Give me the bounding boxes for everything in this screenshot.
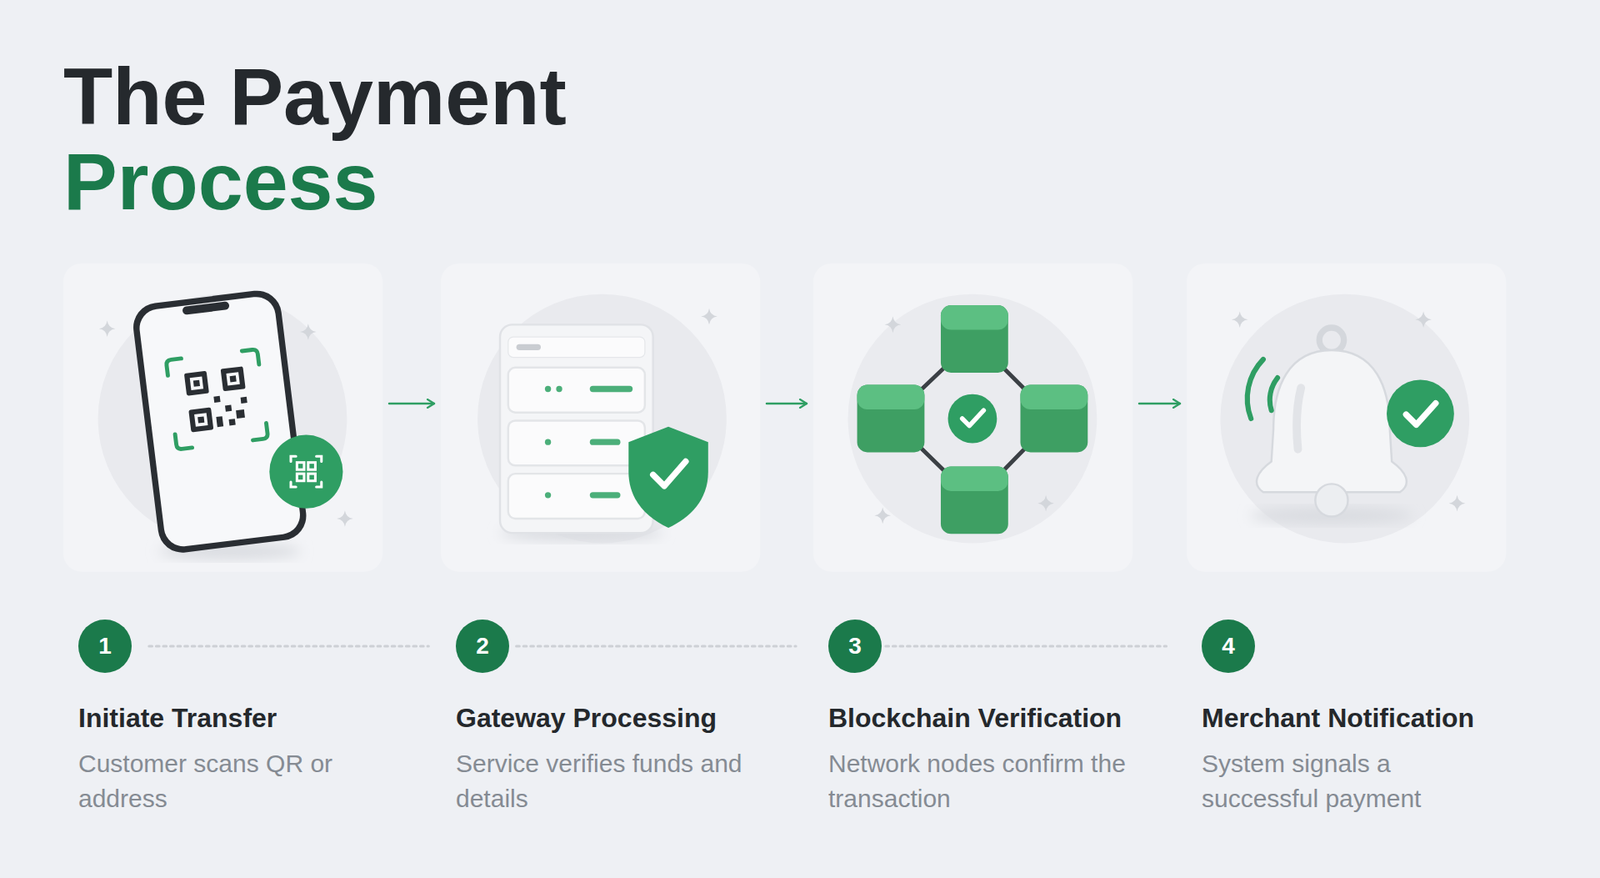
step-number: 4 <box>1201 619 1255 673</box>
dotted-track <box>149 645 1167 648</box>
step-description: System signals a successful payment <box>1186 745 1506 816</box>
process-step: 2Gateway ProcessingService verifies fund… <box>440 263 760 816</box>
card-space <box>440 263 760 620</box>
step-heading: Gateway Processing <box>440 701 760 734</box>
card-space <box>63 263 383 620</box>
process-step: 4Merchant NotificationSystem signals a s… <box>1186 263 1506 816</box>
step-description: Network nodes confirm the transaction <box>813 745 1133 816</box>
flow-arrow <box>1139 402 1180 405</box>
sparkle <box>99 308 1465 527</box>
card <box>63 263 1506 572</box>
step-description: Service verifies funds and details <box>440 745 760 816</box>
step-description: Customer scans QR or address <box>63 745 383 816</box>
process-step: 1Initiate TransferCustomer scans QR or a… <box>63 263 383 816</box>
flow-arrow <box>766 402 807 405</box>
card-space <box>1186 263 1506 620</box>
step-number: 2 <box>455 619 510 673</box>
step-heading: Blockchain Verification <box>813 701 1133 734</box>
flow-arrow <box>389 402 435 405</box>
step-heading: Merchant Notification <box>1186 701 1506 734</box>
bell-icon <box>1247 327 1455 524</box>
server-icon <box>500 324 709 541</box>
step-heading: Initiate Transfer <box>63 701 383 734</box>
step-number: 3 <box>828 619 882 673</box>
title: The Payment <box>63 55 567 137</box>
title-accent: Process <box>63 140 379 222</box>
process-step: 3Blockchain VerificationNetwork nodes co… <box>813 263 1133 816</box>
card-space <box>813 263 1133 620</box>
blockchain-icon <box>857 305 1089 534</box>
phone-icon <box>130 287 344 560</box>
step-number: 1 <box>78 619 132 673</box>
